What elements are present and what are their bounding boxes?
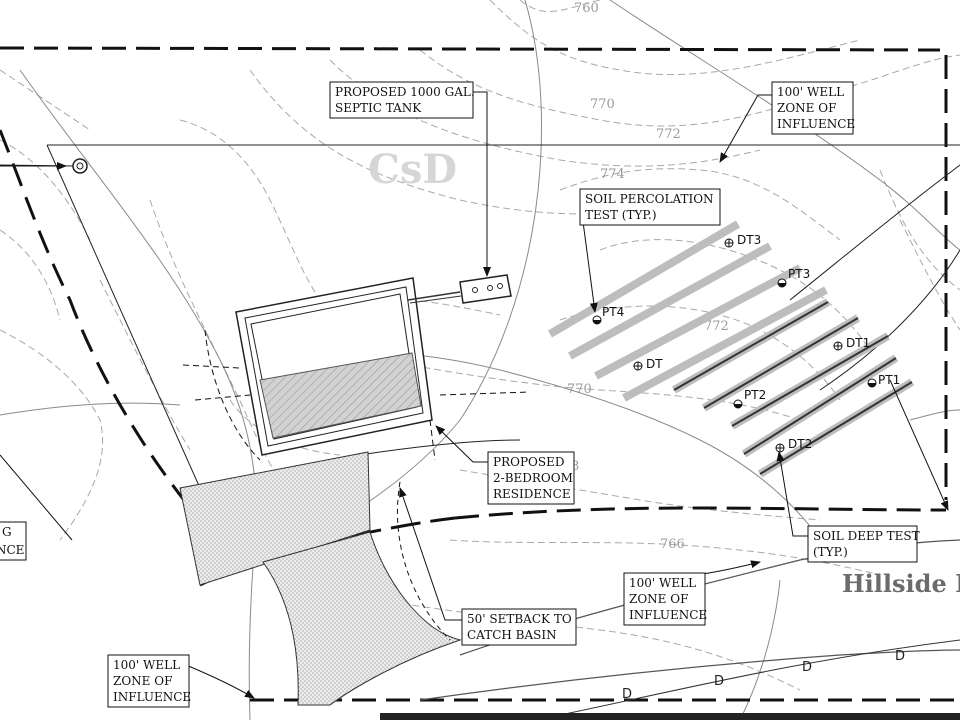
trench <box>568 242 772 360</box>
well-symbol-icon <box>72 158 88 174</box>
test-pit-icon <box>775 443 785 453</box>
callout-percolation-test-line2: TEST (TYP.) <box>585 208 657 222</box>
trench <box>547 220 741 338</box>
callout-well-zone-bottom-left: 100' WELL ZONE OF INFLUENCE <box>107 654 191 708</box>
callout-well-zone-top-right-line3: INFLUENCE <box>777 117 855 131</box>
callout-well-zone-bottom-mid-line1: 100' WELL <box>629 576 696 590</box>
callout-percolation-test-line1: SOIL PERCOLATION <box>585 192 714 206</box>
callout-residence: PROPOSED 2-BEDROOM RESIDENCE <box>487 451 575 505</box>
test-pit-icon <box>833 341 843 351</box>
contour-label-774: 774 <box>600 167 625 182</box>
test-pit-markers <box>592 238 877 453</box>
trench <box>622 286 828 402</box>
drain-label: D <box>895 649 905 664</box>
callout-well-zone-top-right-line1: 100' WELL <box>777 85 844 99</box>
callout-septic-tank: PROPOSED 1000 GAL. SEPTIC TANK <box>329 81 475 119</box>
callout-setback-line1: 50' SETBACK TO <box>467 612 572 626</box>
test-label-dt2: DT2 <box>788 437 812 451</box>
test-pit-icon <box>733 399 743 409</box>
callout-residence-line2: 2-BEDROOM <box>493 471 573 485</box>
contour-label-760: 760 <box>574 1 599 16</box>
drain-line <box>559 639 960 716</box>
contour-label-772-mid: 772 <box>704 319 729 334</box>
callout-deep-test: SOIL DEEP TEST (TYP.) <box>807 525 920 563</box>
contour-label-770-mid: 770 <box>567 382 592 397</box>
drain-label: D <box>802 660 812 675</box>
contour-label-766: 766 <box>660 537 685 552</box>
callout-well-zone-bottom-left-line1: 100' WELL <box>113 658 180 672</box>
callout-setback-line2: CATCH BASIN <box>467 628 557 642</box>
callout-left-partial-line1: G <box>2 525 12 539</box>
callout-deep-test-line1: SOIL DEEP TEST <box>813 529 920 543</box>
callout-left-partial: G NCE <box>0 521 27 561</box>
callout-well-zone-bottom-left-line2: ZONE OF <box>113 674 172 688</box>
test-label-dt1: DT1 <box>846 336 870 350</box>
callout-well-zone-bottom-mid-line3: INFLUENCE <box>629 608 707 622</box>
test-label-dt-mid: DT <box>646 357 663 371</box>
callout-septic-tank-line1: PROPOSED 1000 GAL. <box>335 85 475 99</box>
test-label-dt3: DT3 <box>737 233 761 247</box>
test-label-pt4: PT4 <box>602 305 624 319</box>
test-pit-icon <box>633 361 643 371</box>
contour-label-772-top: 772 <box>656 127 681 142</box>
property-boundary <box>0 46 960 702</box>
contour-label-770-top: 770 <box>590 97 615 112</box>
callout-residence-line3: RESIDENCE <box>493 487 571 501</box>
drain-label: D <box>714 674 724 689</box>
driveway-area <box>179 451 462 706</box>
callout-septic-tank-line2: SEPTIC TANK <box>335 101 422 115</box>
callout-well-zone-top-right-line2: ZONE OF <box>777 101 836 115</box>
septic-tank-icon <box>407 274 512 304</box>
callout-well-zone-bottom-mid-line2: ZONE OF <box>629 592 688 606</box>
test-pit-icon <box>592 315 602 325</box>
test-pit-icon <box>724 238 734 248</box>
callout-percolation-test: SOIL PERCOLATION TEST (TYP.) <box>579 188 721 226</box>
callout-deep-test-line2: (TYP.) <box>813 545 848 559</box>
soil-type-label: CsD <box>368 146 457 193</box>
test-pit-icon <box>867 378 877 388</box>
callout-residence-line1: PROPOSED <box>493 455 564 469</box>
test-pit-icon <box>777 278 787 288</box>
test-label-pt2: PT2 <box>744 388 766 402</box>
callout-left-partial-line2: NCE <box>0 543 24 557</box>
lot-lines <box>0 144 960 507</box>
drain-label: D <box>622 687 632 702</box>
leader-lines <box>0 91 949 699</box>
test-label-pt3: PT3 <box>788 267 810 281</box>
bottom-edge-bar <box>380 713 960 720</box>
contour-label-768: 8 <box>571 459 579 474</box>
callout-well-zone-top-right: 100' WELL ZONE OF INFLUENCE <box>771 81 855 135</box>
callout-well-zone-bottom-left-line3: INFLUENCE <box>113 690 191 704</box>
road-name-label: Hillside I <box>842 569 960 598</box>
setback-lines <box>182 329 531 641</box>
test-label-pt1: PT1 <box>878 373 900 387</box>
callout-well-zone-bottom-mid: 100' WELL ZONE OF INFLUENCE <box>623 572 707 626</box>
proposed-residence <box>235 277 433 456</box>
trench <box>594 264 802 380</box>
callout-setback: 50' SETBACK TO CATCH BASIN <box>461 608 577 646</box>
leach-field <box>547 220 915 478</box>
